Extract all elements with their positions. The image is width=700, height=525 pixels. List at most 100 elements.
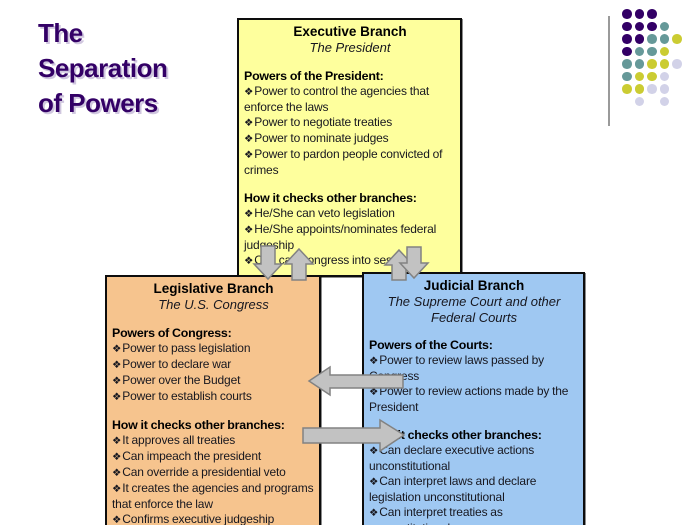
diamond-bullet-icon: ❖ [244, 116, 254, 129]
decor-vertical-rule [608, 16, 610, 126]
decor-dot [659, 21, 669, 31]
decor-dot [622, 46, 632, 56]
diamond-bullet-icon: ❖ [369, 386, 379, 398]
decor-dot [622, 84, 632, 94]
decor-dot [647, 59, 657, 69]
section-heading: Powers of the Courts: [369, 338, 493, 352]
bullet-item: ❖Can interpret treaties as unconstitutio… [369, 505, 503, 525]
section-heading: How it checks other branches: [112, 417, 285, 432]
decor-dot [647, 21, 657, 31]
decor-dot [634, 46, 644, 56]
decor-dot-grid [622, 9, 692, 117]
judicial-branch-box: Judicial Branch The Supreme Court and ot… [362, 272, 585, 525]
executive-section-1: How it checks other branches:❖He/She can… [244, 191, 456, 269]
section-heading: How it checks other branches: [244, 190, 417, 205]
bullet-item: ❖Power to review laws passed by Congress [369, 353, 545, 383]
diamond-bullet-icon: ❖ [112, 374, 122, 387]
decor-dot [647, 71, 657, 81]
diamond-bullet-icon: ❖ [112, 358, 122, 371]
decor-dot [634, 84, 644, 94]
executive-branch-box: Executive Branch The President Powers of… [237, 18, 462, 277]
bullet-item: ❖Can call Congress into session [244, 252, 414, 267]
diamond-bullet-icon: ❖ [244, 223, 254, 236]
diamond-bullet-icon: ❖ [369, 355, 379, 367]
decor-dot [622, 34, 632, 44]
bullet-item: ❖Power to establish courts [112, 388, 252, 403]
diamond-bullet-icon: ❖ [112, 390, 122, 403]
decor-dot [647, 34, 657, 44]
judicial-section-1: How it checks other branches:❖Can declar… [369, 428, 579, 525]
bullet-item: ❖He/She appoints/nominates federal judge… [244, 221, 437, 252]
diamond-bullet-icon: ❖ [369, 476, 379, 488]
legislative-section-1: How it checks other branches:❖It approve… [112, 418, 315, 525]
diamond-bullet-icon: ❖ [112, 513, 122, 525]
diamond-bullet-icon: ❖ [112, 342, 122, 355]
judicial-box-body: Powers of the Courts:❖Power to review la… [369, 338, 579, 525]
bullet-item: ❖Can interpret laws and declare legislat… [369, 474, 537, 504]
diamond-bullet-icon: ❖ [112, 482, 122, 495]
legislative-box-title: Legislative Branch [153, 281, 274, 296]
judicial-section-0: Powers of the Courts:❖Power to review la… [369, 338, 579, 415]
bullet-item: ❖Power to review actions made by the Pre… [369, 384, 569, 414]
decor-dot [622, 9, 632, 19]
decor-dot [672, 59, 682, 69]
diamond-bullet-icon: ❖ [369, 507, 379, 519]
diamond-bullet-icon: ❖ [112, 450, 122, 463]
bullet-item: ❖Power over the Budget [112, 372, 241, 387]
bullet-item: ❖Power to control the agencies that enfo… [244, 83, 430, 114]
judicial-box-subtitle: The Supreme Court and other Federal Cour… [387, 294, 561, 325]
legislative-branch-box: Legislative Branch The U.S. Congress Pow… [105, 275, 321, 525]
section-heading: Powers of Congress: [112, 325, 232, 340]
executive-box-title: Executive Branch [293, 24, 407, 39]
diamond-bullet-icon: ❖ [244, 132, 254, 145]
decor-dot [647, 9, 657, 19]
decor-dot [634, 96, 644, 106]
diamond-bullet-icon: ❖ [244, 207, 254, 220]
decor-dot [622, 71, 632, 81]
bullet-item: ❖Can declare executive actions unconstit… [369, 443, 535, 473]
diamond-bullet-icon: ❖ [112, 434, 122, 447]
decor-dot [659, 59, 669, 69]
slide-title: The Separation of Powers [38, 18, 168, 118]
bullet-item: ❖Can impeach the president [112, 448, 262, 463]
bullet-item: ❖Power to nominate judges [244, 130, 389, 145]
bullet-item: ❖Power to pardon people convicted of cri… [244, 146, 443, 177]
decor-dot [622, 59, 632, 69]
diamond-bullet-icon: ❖ [244, 148, 254, 161]
decor-dot [659, 46, 669, 56]
legislative-box-body: Powers of Congress:❖Power to pass legisl… [112, 326, 315, 525]
decor-dot [622, 21, 632, 31]
legislative-section-0: Powers of Congress:❖Power to pass legisl… [112, 326, 315, 405]
decor-dot [659, 71, 669, 81]
decor-dot [634, 34, 644, 44]
bullet-item: ❖It creates the agencies and programs th… [112, 480, 314, 511]
section-heading: Powers of the President: [244, 68, 384, 83]
diamond-bullet-icon: ❖ [244, 85, 254, 98]
decor-dot [672, 34, 682, 44]
bullet-item: ❖Power to negotiate treaties [244, 114, 393, 129]
executive-box-subtitle: The President [309, 40, 391, 55]
diamond-bullet-icon: ❖ [244, 254, 254, 267]
decor-dot [634, 71, 644, 81]
bullet-item: ❖He/She can veto legislation [244, 205, 395, 220]
bullet-item: ❖Can override a presidential veto [112, 464, 286, 479]
decor-dot [659, 84, 669, 94]
decor-dot [659, 96, 669, 106]
judicial-box-title: Judicial Branch [423, 278, 525, 293]
section-heading: How it checks other branches: [369, 428, 542, 442]
executive-box-body: Powers of the President:❖Power to contro… [244, 69, 456, 269]
diamond-bullet-icon: ❖ [369, 445, 379, 457]
decor-dot [647, 84, 657, 94]
bullet-item: ❖Power to pass legislation [112, 340, 251, 355]
legislative-box-subtitle: The U.S. Congress [158, 297, 269, 312]
decor-dot [659, 34, 669, 44]
decor-dot [634, 9, 644, 19]
bullet-item: ❖Power to declare war [112, 356, 232, 371]
diamond-bullet-icon: ❖ [112, 466, 122, 479]
decor-dot [634, 21, 644, 31]
decor-dot [634, 59, 644, 69]
bullet-item: ❖Confirms executive judgeship nominees &… [112, 511, 275, 525]
executive-section-0: Powers of the President:❖Power to contro… [244, 69, 456, 178]
bullet-item: ❖It approves all treaties [112, 432, 236, 447]
